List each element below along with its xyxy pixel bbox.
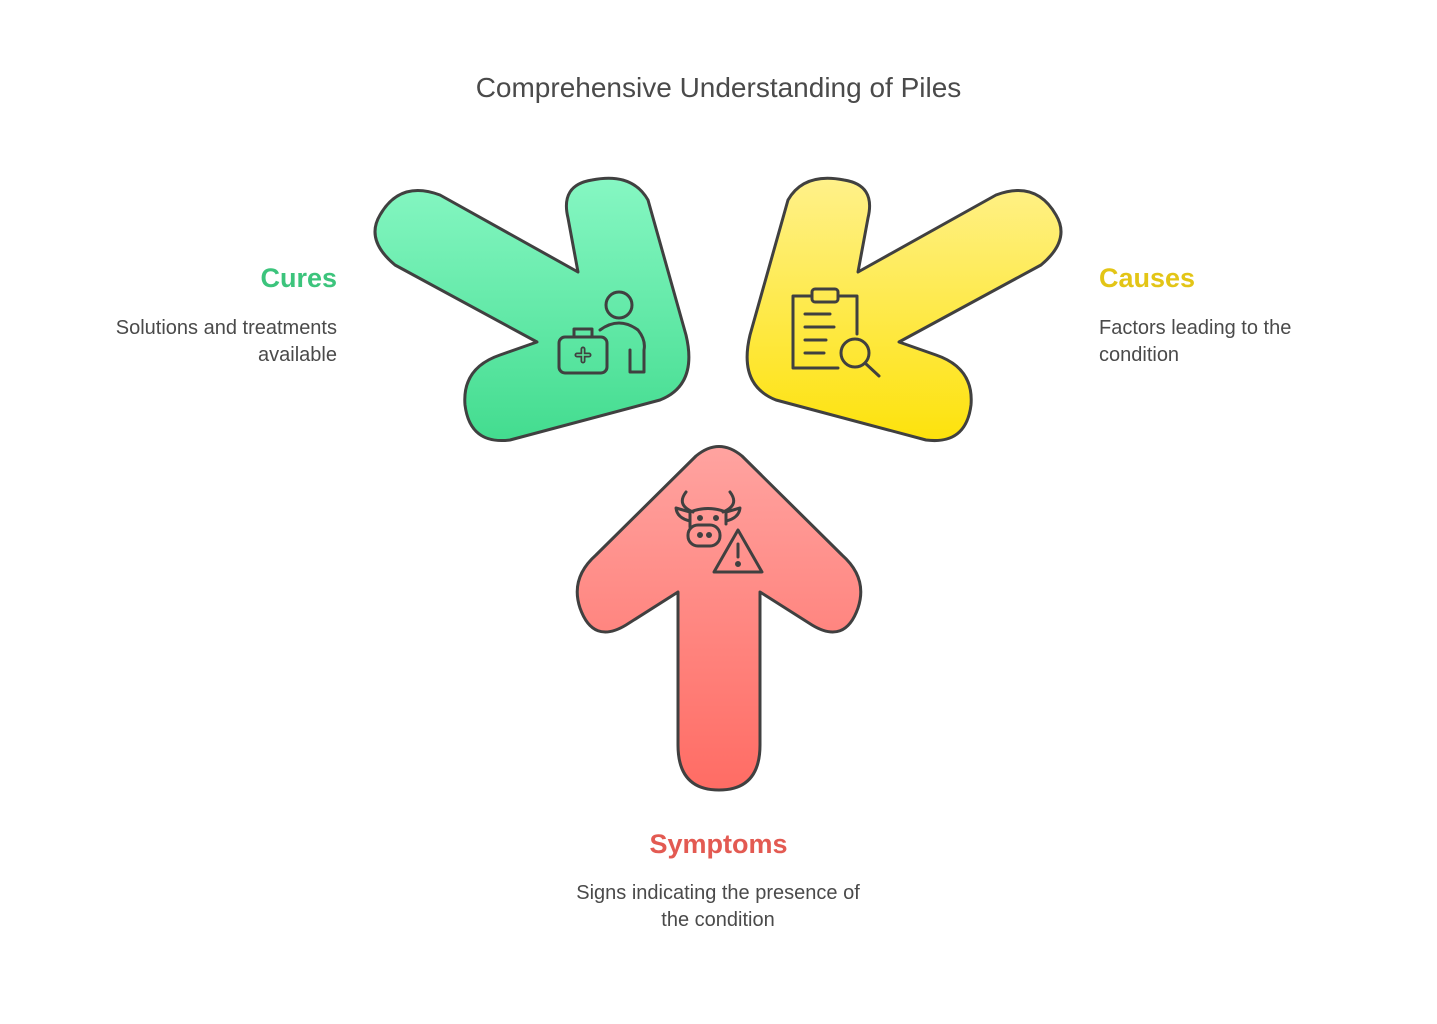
clipboard-search-icon [791,287,881,378]
cures-arrow [373,176,691,443]
medical-kit-person-icon [557,290,646,375]
symptoms-arrow [575,445,863,792]
diagram-title: Comprehensive Understanding of Piles [475,72,962,103]
cures-description: Solutions and treatments available [115,317,337,366]
causes-label: Causes [1099,263,1196,293]
symptoms-label: Symptoms [649,829,788,859]
cow-warning-icon [674,490,764,574]
causes-description: Factors leading to the condition [1099,317,1292,366]
cures-label: Cures [260,263,337,293]
causes-arrow [745,176,1063,443]
symptoms-description: Signs indicating the presence of the con… [576,882,860,931]
